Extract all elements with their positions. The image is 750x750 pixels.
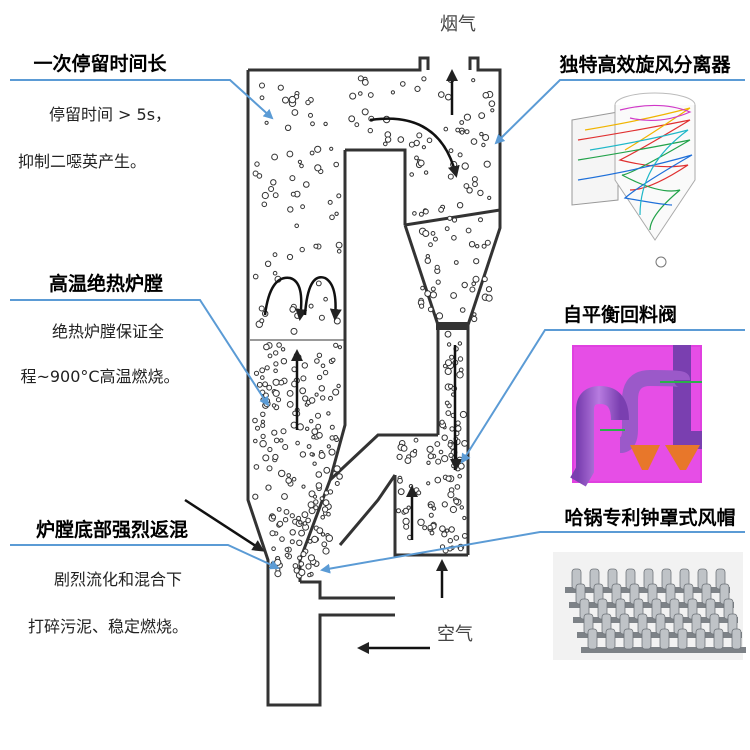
furnace-outline (246, 56, 502, 707)
loop-seal-valve-image (570, 345, 702, 487)
cyclone-outlet-tube (250, 322, 468, 341)
feature-title-backmixing: 炉膛底部强烈返混 (36, 518, 188, 541)
feature-line-backmixing-1: 剧烈流化和混合下 (54, 570, 182, 589)
feature-line-adiabatic-2: 程~900°C高温燃烧。 (20, 367, 179, 386)
flue-gas-label: 烟气 (440, 14, 476, 35)
cyclone-separator-image (571, 92, 696, 268)
feature-line-backmixing-2: 打碎污泥、稳定燃烧。 (28, 617, 188, 636)
feature-title-residence: 一次停留时间长 (33, 52, 167, 75)
feature-line-residence-1: 停留时间 > 5s， (49, 105, 171, 124)
callout-lines (10, 79, 745, 574)
feature-title-loop-seal: 自平衡回料阀 (563, 303, 677, 326)
internal-flow-arrows (184, 69, 462, 654)
bell-cap-image (553, 552, 746, 660)
feature-title-cyclone: 独特高效旋风分离器 (559, 53, 731, 76)
feature-title-bell-cap: 哈锅专利钟罩式风帽 (564, 506, 735, 529)
feature-line-adiabatic-1: 绝热炉膛保证全 (52, 322, 164, 341)
feature-line-residence-2: 抑制二噁英产生。 (18, 152, 146, 171)
feature-title-adiabatic: 高温绝热炉膛 (49, 272, 163, 295)
air-label: 空气 (437, 624, 473, 645)
bed-particles (252, 75, 496, 579)
